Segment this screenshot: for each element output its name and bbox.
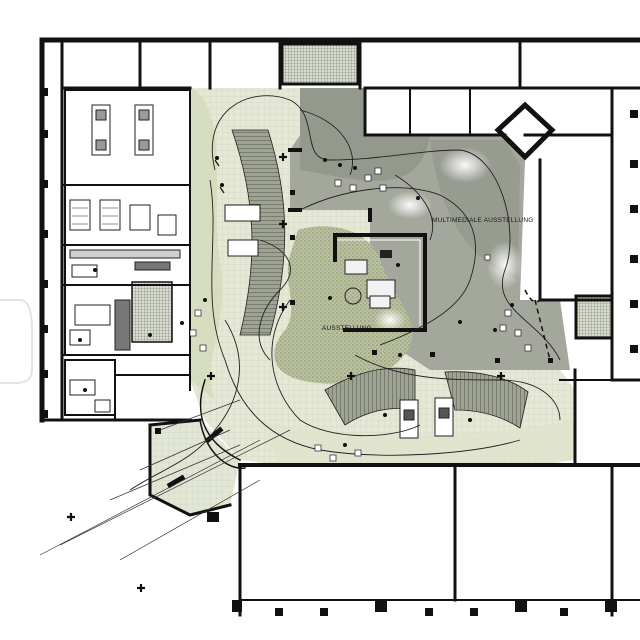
person-figure-icon (148, 298, 207, 337)
plus-marker-icon (279, 153, 287, 161)
person-figure-icon (214, 156, 220, 167)
spotlight-icon (439, 147, 491, 183)
stair-icon (444, 371, 529, 429)
plus-marker-icon (137, 584, 145, 592)
stair-icon (231, 129, 286, 336)
person-figure-icon (219, 183, 225, 194)
furniture-icon (74, 304, 111, 326)
display-cases (224, 204, 454, 439)
dashed-lines (524, 289, 551, 361)
plus-marker-icon (347, 372, 355, 380)
seating (189, 167, 532, 462)
exhibition-floor (274, 226, 413, 384)
people (78, 156, 514, 447)
entry-lines (39, 399, 291, 561)
stair-icon (324, 367, 416, 426)
walls (39, 37, 640, 617)
label-multimedia: MULTIMEDIALE AUSSTELLUNG (432, 217, 533, 224)
stairs (231, 129, 529, 429)
stair-core (131, 281, 173, 343)
columns (40, 88, 638, 616)
visitor-paths (129, 95, 561, 491)
plus-marker-icon (279, 220, 287, 228)
shaft-top (280, 42, 360, 86)
plus-marker-icon (497, 372, 505, 380)
furniture (69, 104, 181, 413)
person-figure-icon (458, 303, 514, 332)
plus-markers (67, 153, 505, 592)
furniture-icon (69, 199, 177, 236)
plus-marker-icon (279, 303, 287, 311)
person-figure-icon (343, 353, 472, 447)
ghost-outline (0, 299, 33, 384)
central-display (344, 250, 396, 309)
person-figure-icon (323, 158, 357, 170)
shaft-right (574, 294, 614, 340)
floor-areas (150, 88, 575, 515)
person-figure-icon (78, 268, 97, 392)
spotlight-icon (388, 191, 432, 219)
plus-marker-icon (67, 513, 75, 521)
spotlight-icon (374, 308, 406, 332)
plus-marker-icon (207, 372, 215, 380)
label-exhibition: AUSSTELLUNG (322, 325, 372, 332)
person-figure-icon (328, 196, 420, 300)
spotlight-icon (487, 241, 523, 289)
